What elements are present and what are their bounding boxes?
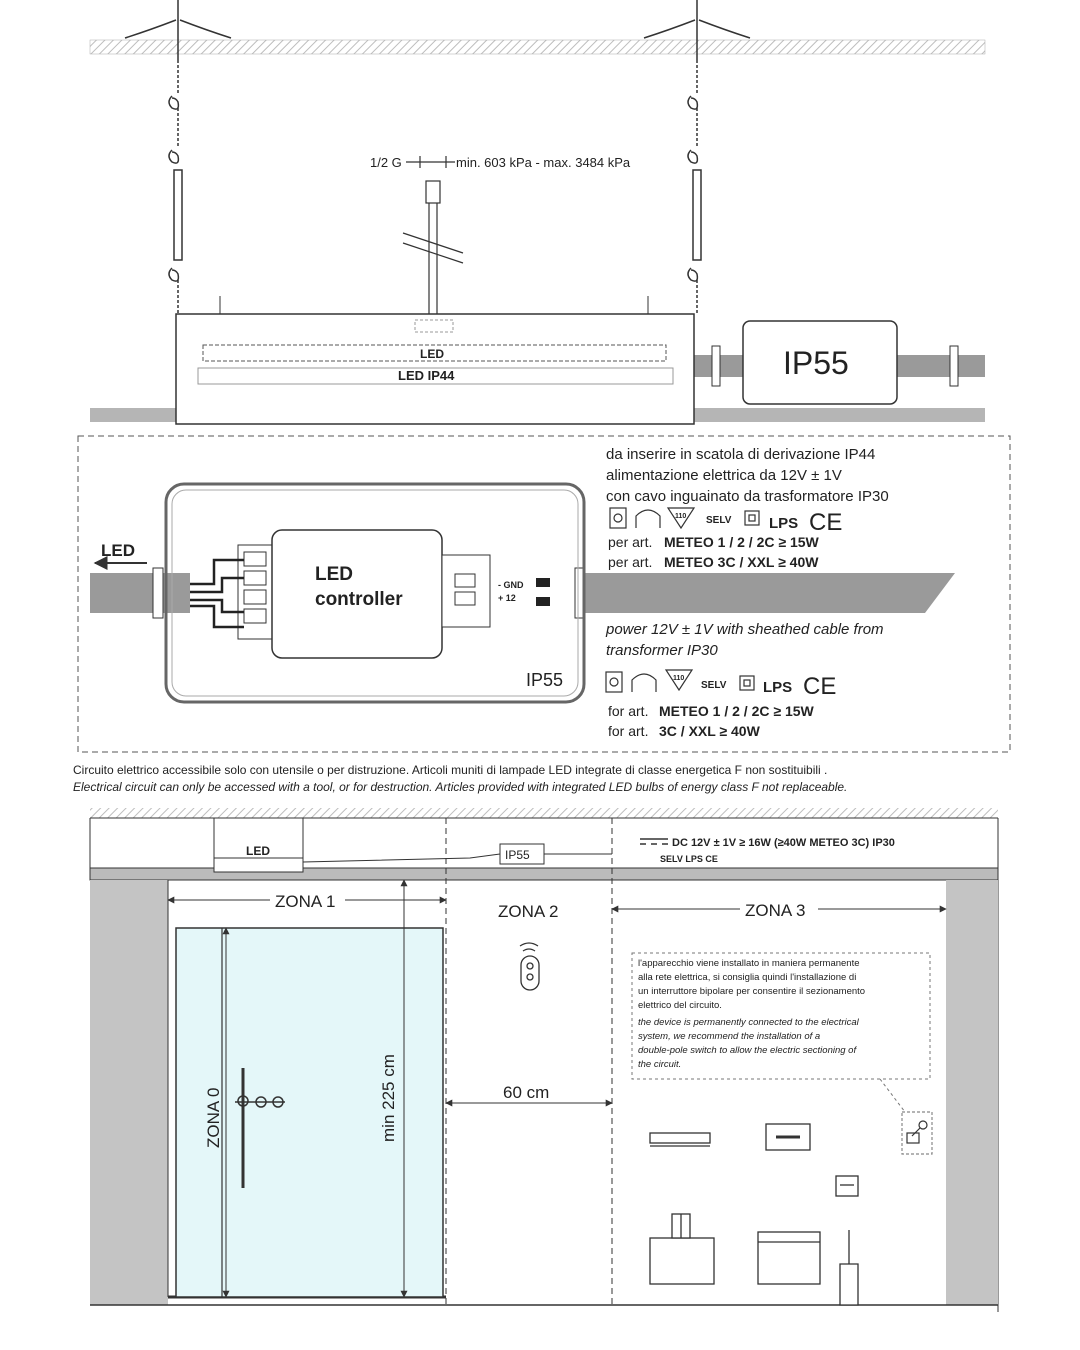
art-en-2: 3C / XXL ≥ 40W — [659, 723, 761, 739]
note-it-line4: elettrico del circuito. — [638, 1000, 722, 1011]
note-it-line2: alla rete elettrica, si consiglia quindi… — [638, 972, 856, 983]
junction-box-label: IP55 — [783, 345, 849, 381]
cable-left — [90, 573, 190, 613]
art-it-2: METEO 3C / XXL ≥ 40W — [664, 554, 819, 570]
cert-temp: 110 — [675, 513, 686, 520]
led-controller — [237, 529, 491, 659]
power-wires — [536, 578, 550, 606]
art-it-2-prefix: per art. — [608, 554, 652, 570]
note-it-line3: un interruttore bipolare per consentire … — [638, 986, 865, 997]
spec-it-line2: alimentazione elettrica da 12V ± 1V — [606, 467, 842, 484]
plus-label: + 12 — [498, 593, 516, 603]
art-en-1-prefix: for art. — [608, 703, 648, 719]
toilet-brush-icon — [839, 1230, 859, 1306]
cert-temp-en: 110 — [673, 675, 684, 682]
luminaire-housing — [175, 296, 695, 425]
ip55-enclosure-inner — [171, 489, 579, 697]
note-en-line3: double-pole switch to allow the electric… — [638, 1045, 857, 1056]
cabinet-icon — [757, 1231, 821, 1285]
towel-bar-icon — [649, 1132, 711, 1147]
left-wall — [90, 880, 168, 1305]
led-strip-label: LED — [420, 347, 444, 361]
ip55-enclosure — [164, 482, 586, 704]
dc-symbol-icon — [640, 838, 668, 845]
ceiling-band — [89, 39, 986, 55]
bottom-ceiling-band — [90, 808, 998, 818]
note-it: Circuito elettrico accessibile solo con … — [73, 763, 827, 777]
ceiling-anchor-icon — [124, 0, 232, 60]
zona2-label: ZONA 2 — [498, 902, 558, 921]
art-en-2-prefix: for art. — [608, 723, 648, 739]
junction-box — [742, 320, 898, 405]
switch-key-icon — [901, 1111, 933, 1155]
controller-label-line1: LED — [315, 564, 353, 585]
cable-right-wiring — [585, 573, 955, 613]
cert-symbols-en — [605, 669, 755, 693]
dc-spec-label: DC 12V ± 1V ≥ 16W (≥40W METEO 3C) IP30 — [672, 837, 895, 849]
chain-icon — [168, 60, 183, 314]
art-it-1: METEO 1 / 2 / 2C ≥ 15W — [664, 534, 820, 550]
box-rating-label: IP55 — [526, 670, 563, 690]
note-en-line4: the circuit. — [638, 1059, 681, 1070]
remote-control-icon — [519, 942, 540, 991]
spec-en-line2: transformer IP30 — [606, 642, 718, 659]
cert-selv: SELV — [706, 515, 732, 526]
cert-lps: LPS — [769, 515, 798, 532]
cert-selv-en: SELV — [701, 680, 727, 691]
cert-symbols-it — [609, 507, 760, 530]
height-label: min 225 cm — [379, 1054, 398, 1142]
led-ip-label: LED IP44 — [398, 368, 455, 383]
pipe-size-label: 1/2 G — [370, 155, 402, 170]
art-en-1: METEO 1 / 2 / 2C ≥ 15W — [659, 703, 815, 719]
ceiling-led-fixture — [213, 818, 304, 873]
ce-mark-icon: CE — [803, 673, 836, 700]
led-arrow-label: LED — [101, 541, 135, 560]
ip55-box-label: IP55 — [505, 848, 530, 862]
right-wall — [946, 880, 998, 1305]
wiring-frame — [77, 435, 1011, 753]
note-en: Electrical circuit can only be accessed … — [73, 780, 847, 794]
note-en-line1: the device is permanently connected to t… — [638, 1017, 860, 1028]
zona3-label: ZONA 3 — [745, 901, 805, 920]
controller-wires — [190, 558, 244, 629]
spec-en-line1: power 12V ± 1V with sheathed cable from — [605, 621, 884, 638]
wall-box-icon — [835, 1175, 859, 1197]
note-it-line1: l'apparecchio viene installato in manier… — [638, 958, 860, 969]
installation-note-box — [631, 952, 931, 1080]
cert-mini-label: SELV LPS CE — [660, 854, 718, 864]
art-it-1-prefix: per art. — [608, 534, 652, 550]
width-label: 60 cm — [503, 1083, 549, 1102]
shower-glass — [175, 927, 444, 1298]
zona1-label: ZONA 1 — [275, 892, 335, 911]
water-pipe — [402, 156, 464, 314]
led-fixture-label: LED — [246, 844, 270, 858]
cert-lps-en: LPS — [763, 679, 792, 696]
zona0-label: ZONA 0 — [204, 1088, 223, 1148]
shower-mixer-icon — [235, 1068, 285, 1188]
controller-label-line2: controller — [315, 589, 403, 610]
note-en-line2: system, we recommend the installation of… — [638, 1031, 820, 1042]
ceiling-anchor-icon — [643, 0, 751, 60]
mirror-light-icon — [765, 1123, 811, 1151]
ce-mark-icon: CE — [809, 509, 842, 536]
pressure-label: min. 603 kPa - max. 3484 kPa — [456, 155, 631, 170]
gland-left — [152, 567, 164, 619]
gnd-label: - GND — [498, 580, 524, 590]
bottom-ceiling — [89, 867, 999, 881]
chain-icon — [687, 60, 702, 314]
spec-it-line3: con cavo inguainato da trasformatore IP3… — [606, 488, 889, 505]
washbasin-icon — [649, 1213, 715, 1285]
spec-it-line1: da inserire in scatola di derivazione IP… — [606, 446, 875, 463]
